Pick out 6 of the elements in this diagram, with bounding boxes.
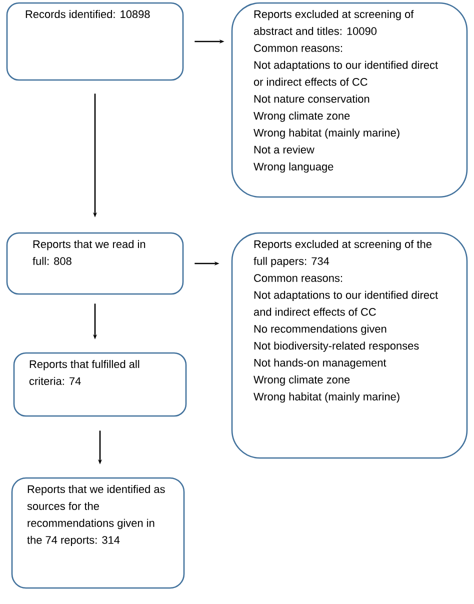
process-box: Reports that we read in full: 808 bbox=[6, 232, 184, 295]
exclusion-box: Reports excluded at screening of the full papers: 734 Common reasons: Not adaptations to our identified direct and indirect effects of CC No recommendations given Not biodiversity-related responses Not hands-on management Wrong climate zone Wrong habitat (mainly marine) bbox=[231, 232, 468, 459]
process-box: Reports that we identified as sources for the recommendations given in the 74 reports: 314 bbox=[11, 477, 185, 589]
process-box: Records identified: 10898 bbox=[6, 2, 184, 81]
process-box: Reports that fulfilled all criteria: 74 bbox=[13, 352, 187, 417]
exclusion-box: Reports excluded at screening of abstract and titles: 10090 Common reasons: Not adaptations to our identified direct or indirect effects of CC Not nature conservation Wrong climate zone Wrong habitat (mainly marine) Not a review Wrong language bbox=[231, 2, 468, 198]
